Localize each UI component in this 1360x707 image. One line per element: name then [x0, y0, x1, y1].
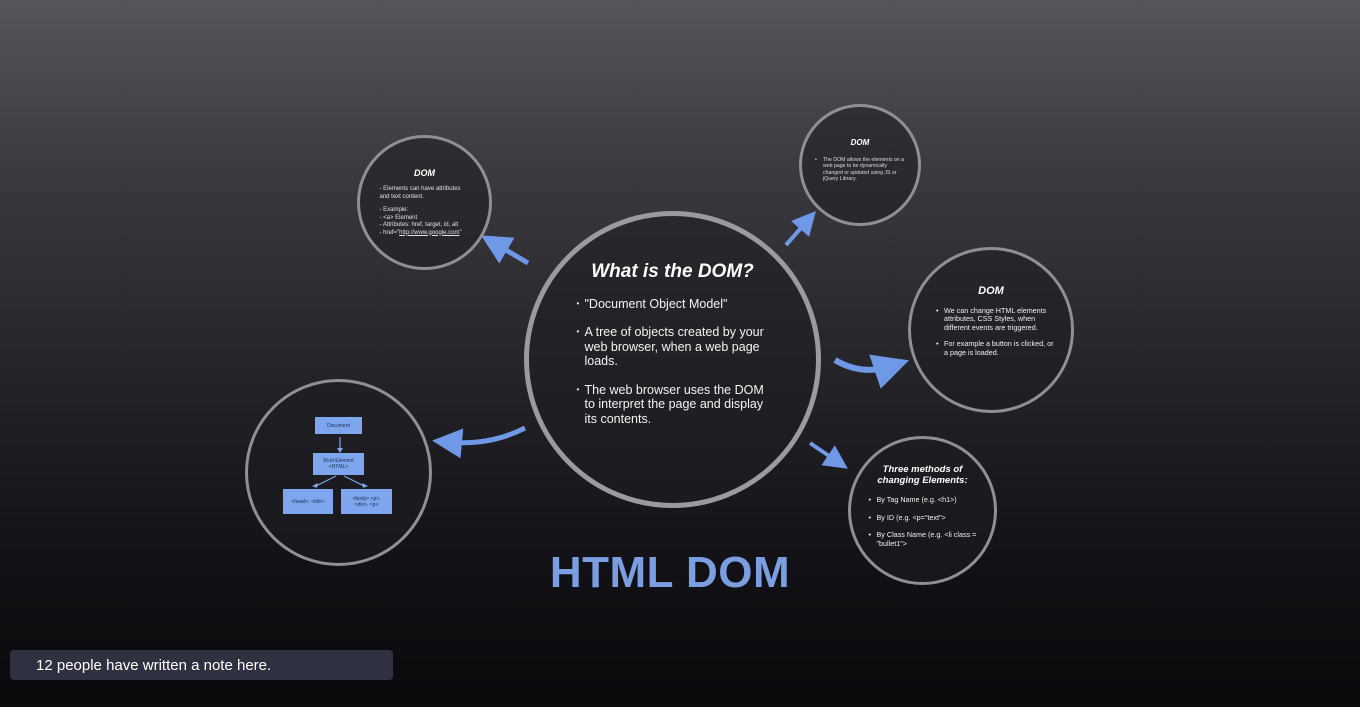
headline-html-dom: HTML DOM: [549, 548, 791, 597]
node-label: Document: [327, 422, 350, 429]
main-bullet-1: "Document Object Model": [577, 297, 777, 312]
text-line: - href="http://www.google.com": [380, 230, 470, 238]
body-node: <body> <p>,<div>, <p>: [341, 489, 392, 514]
arrow-to-top-left: [481, 235, 530, 266]
main-title: What is the DOM?: [591, 260, 754, 282]
node-label: <head>, <title>: [291, 498, 325, 505]
node-label: <div>, <p>: [354, 501, 379, 508]
notes-bar[interactable]: 12 people have written a note here.: [10, 650, 393, 680]
tree-connectors: [312, 437, 368, 488]
notes-count-text: 12 people have written a note here.: [36, 656, 272, 674]
circle-dom-events[interactable]: DOM We can change HTML elements attribut…: [908, 247, 1074, 413]
arrow-to-left-diagram: [432, 425, 527, 459]
document-node: Document: [315, 417, 362, 434]
text-line: - Example:: [379, 207, 409, 213]
circle-dom-tree-diagram[interactable]: Document Root Element<HTML> <head>, <tit…: [245, 379, 432, 566]
text-line: - Attributes: href, target, id, alt: [379, 222, 459, 228]
node-label: <HTML>: [328, 464, 349, 470]
bullet-item: We can change HTML elements attributes, …: [936, 306, 1054, 333]
node-label: <body> <p>,: [352, 495, 381, 502]
main-bullet-3: The web browser uses the DOM to interpre…: [577, 383, 777, 427]
circle-dom-attributes[interactable]: DOM - Elements can have attributes and t…: [357, 135, 492, 270]
circle-title: DOM: [414, 168, 435, 178]
text-line: - <a> Element: [379, 214, 418, 221]
bullet-item: By Class Name (e.g. <li class = "bullet1…: [869, 530, 985, 548]
circle-body: The DOM allows the elements on a web pag…: [815, 157, 905, 183]
main-circle-what-is-dom[interactable]: What is the DOM? "Document Object Model"…: [524, 211, 821, 508]
circle-body: - Elements can have attributes and text …: [380, 186, 470, 237]
main-bullets: "Document Object Model" A tree of object…: [569, 297, 777, 441]
root-element-node: Root Element<HTML>: [313, 453, 364, 475]
bullet-item: The DOM allows the elements on a web pag…: [815, 157, 905, 183]
bullet-item: For example a button is clicked, or a pa…: [936, 340, 1054, 357]
circle-dom-dynamic[interactable]: DOM The DOM allows the elements on a web…: [799, 104, 921, 226]
bullet-list: We can change HTML elements attributes, …: [928, 306, 1054, 366]
text-line: - Elements can have attributes and text …: [379, 186, 461, 200]
arrow-to-bottom-right: [808, 441, 848, 469]
text-fragment: - href=": [379, 229, 400, 236]
bullet-list: The DOM allows the elements on a web pag…: [815, 157, 905, 183]
circle-title: Three methods of changing Elements:: [877, 464, 968, 486]
bullet-item: By Tag Name (e.g. <h1>): [869, 495, 985, 505]
circle-title: DOM: [978, 284, 1004, 297]
bullet-list: By Tag Name (e.g. <h1>) By ID (e.g. <p="…: [861, 495, 985, 557]
arrow-to-right: [833, 354, 910, 389]
google-link[interactable]: http://www.google.com: [399, 229, 460, 236]
head-node: <head>, <title>: [283, 489, 333, 514]
node-label: Root Element: [323, 458, 354, 464]
text-fragment: ": [459, 229, 462, 236]
circle-three-methods[interactable]: Three methods of changing Elements: By T…: [848, 436, 997, 585]
main-bullet-2: A tree of objects created by your web br…: [577, 325, 777, 369]
arrow-to-top-right: [784, 210, 816, 247]
bullet-item: By ID (e.g. <p="text">: [869, 513, 985, 523]
circle-title: DOM: [850, 137, 870, 147]
